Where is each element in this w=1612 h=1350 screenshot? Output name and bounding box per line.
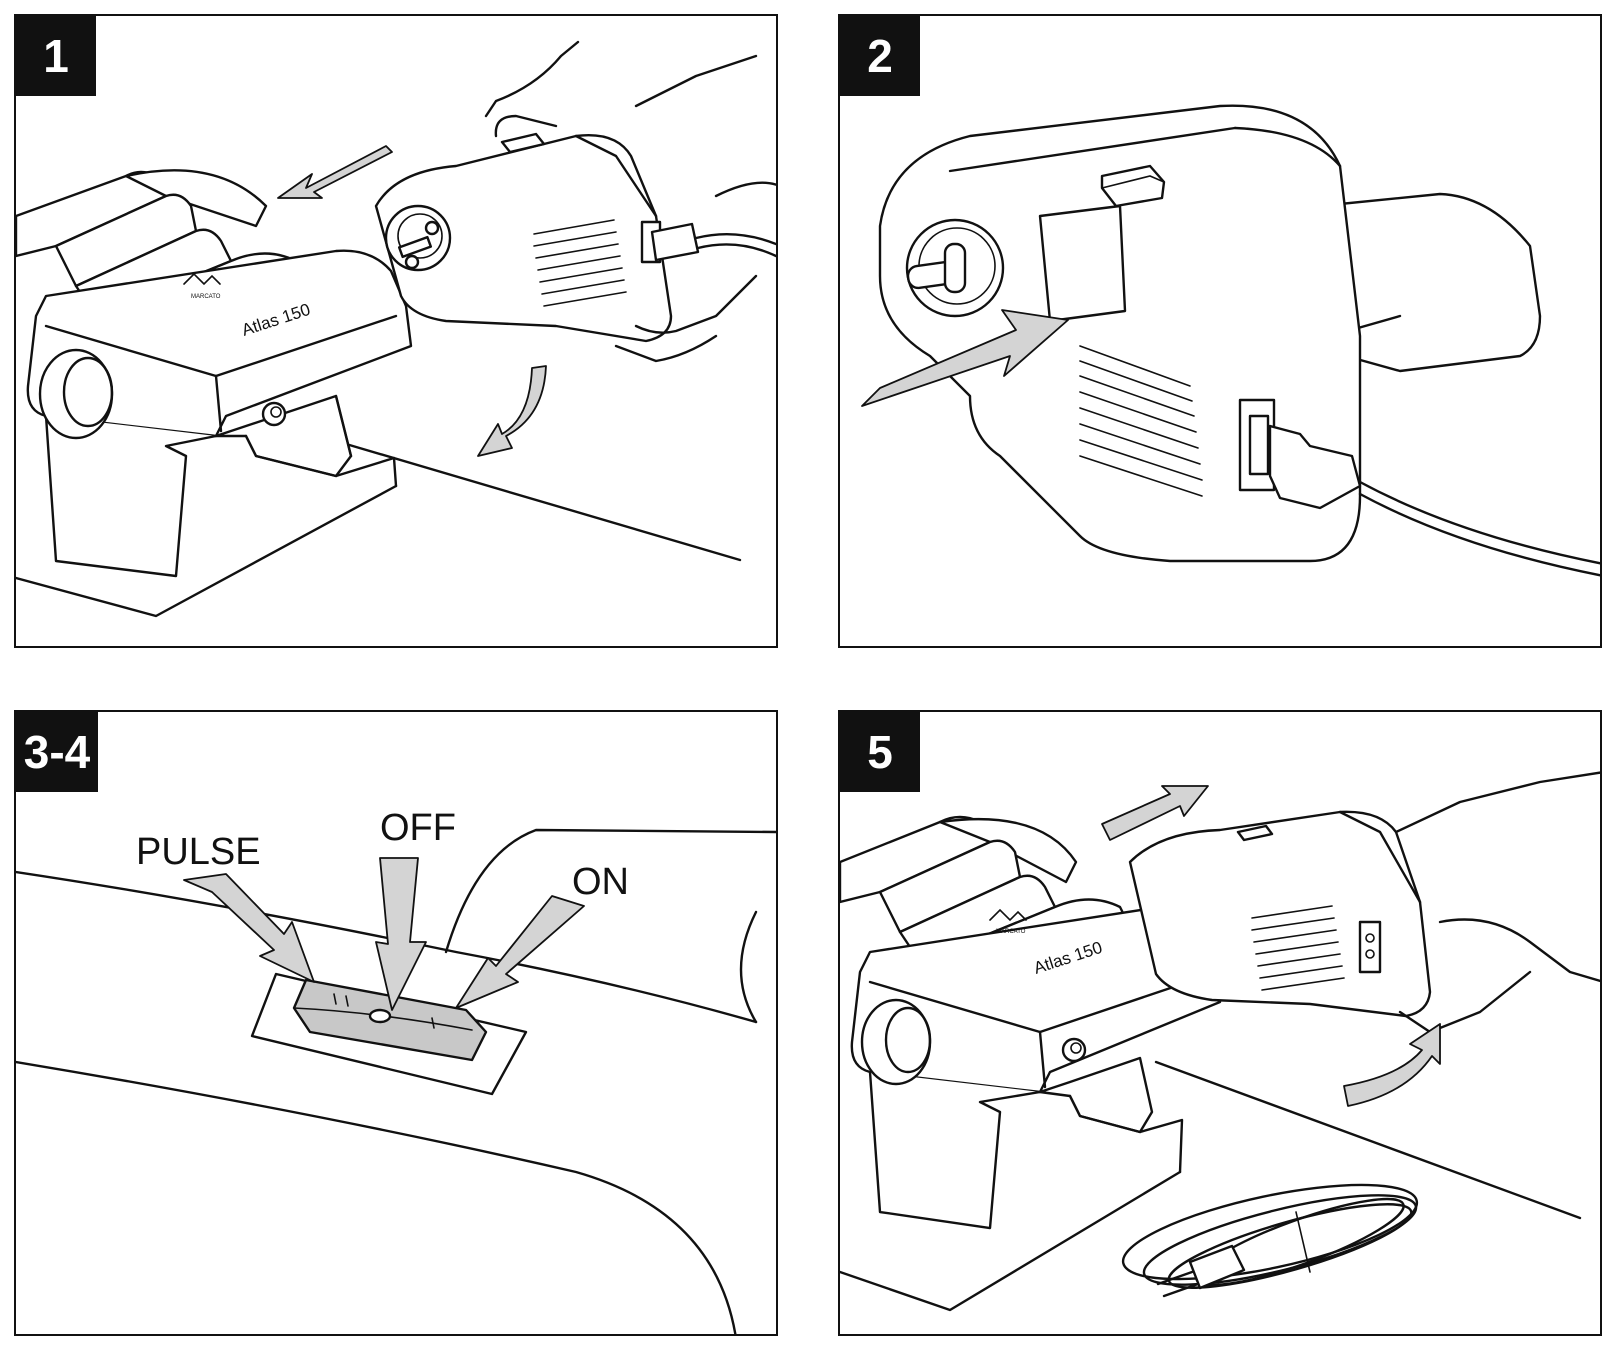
motor-unit: [878, 104, 1600, 577]
step-5-badge: 5: [840, 712, 920, 792]
hand-top: [484, 40, 758, 138]
euro-plug: [1188, 1244, 1246, 1290]
step-1-badge: 1: [16, 16, 96, 96]
power-cord: [1121, 1183, 1419, 1298]
on-label: ON: [572, 861, 629, 903]
brand-logo-text: MARCATO: [996, 929, 1026, 935]
rotate-down-arrow: [477, 365, 547, 457]
off-label: OFF: [380, 807, 456, 849]
step-3-4-illustration: PULSE OFF ON: [16, 807, 776, 1334]
remove-arrow: [1101, 785, 1209, 841]
step-5-illustration: MARCATO Atlas 150: [840, 771, 1600, 1312]
motor-unit: [374, 132, 776, 343]
table-edge: [344, 442, 742, 562]
step-3-4-panel: 3-4 PULSE OFF ON: [14, 710, 778, 1336]
step-2-illustration: [861, 104, 1600, 577]
insert-arrow: [861, 309, 1069, 407]
pulse-arrow: [183, 873, 315, 983]
hand: [1394, 771, 1600, 1034]
off-arrow: [375, 857, 427, 1011]
step-5-panel: 5 MARCATO Atlas 150: [838, 710, 1602, 1336]
brand-logo-text: MARCATO: [191, 294, 221, 300]
insert-arrow: [277, 145, 393, 199]
step-1-panel: 1 MARCATO Atl: [14, 14, 778, 648]
pulse-label: PULSE: [136, 831, 261, 873]
step-3-4-badge: 3-4: [16, 712, 98, 792]
motor-unit: [1128, 810, 1432, 1018]
hand-bottom: [614, 181, 776, 363]
step-1-illustration: MARCATO Atlas 150: [16, 40, 776, 618]
step-2-badge: 2: [840, 16, 920, 96]
off-dot: [368, 1008, 392, 1024]
on-arrow: [455, 895, 585, 1009]
rotate-up-arrow: [1343, 1023, 1441, 1107]
body-top-edge: [16, 870, 758, 1024]
step-2-panel: 2: [838, 14, 1602, 648]
table-base-line: [16, 484, 398, 618]
pasta-machine: MARCATO Atlas 150: [840, 815, 1222, 1230]
pasta-machine: MARCATO Atlas 150: [16, 169, 413, 578]
